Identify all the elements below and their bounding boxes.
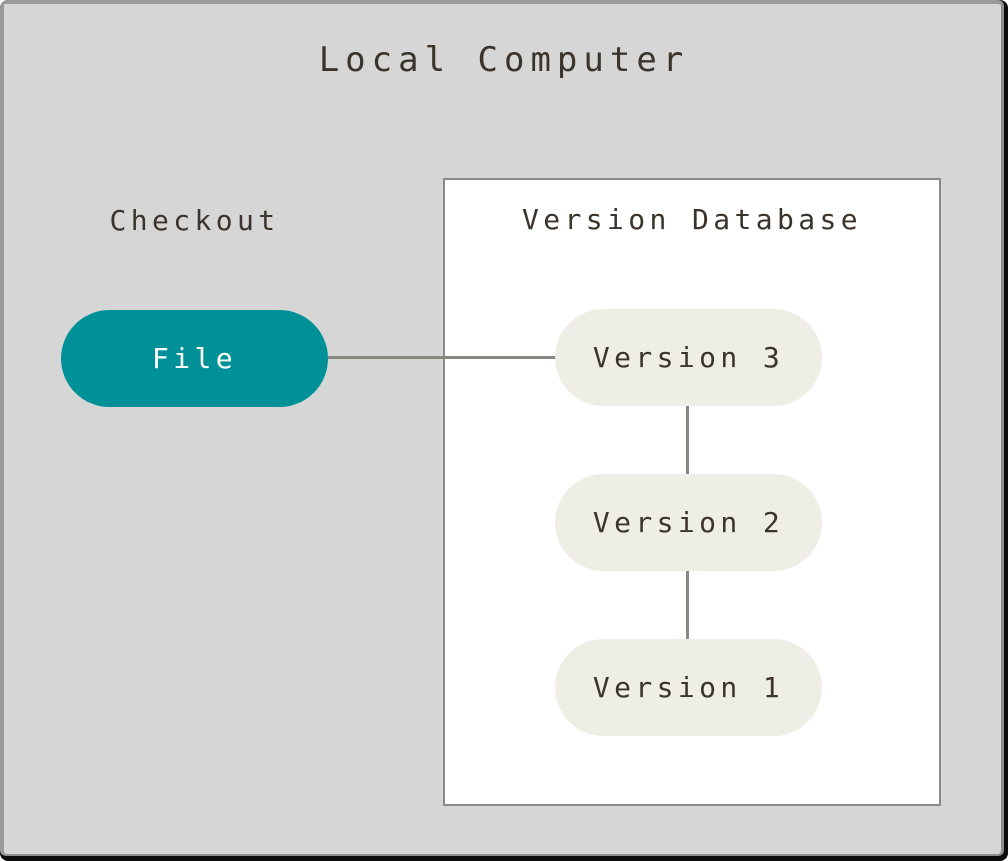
connector-file-to-version3: [327, 356, 557, 359]
version-node: Version 3: [555, 309, 822, 406]
diagram-title: Local Computer: [318, 40, 690, 80]
connector-version2-to-version1: [686, 569, 689, 641]
connector-version3-to-version2: [686, 404, 689, 476]
version-node: Version 1: [555, 639, 822, 736]
version-database-title: Version Database: [521, 203, 863, 236]
version-node: Version 2: [555, 474, 822, 571]
file-node: File: [61, 310, 328, 407]
checkout-label: Checkout: [109, 204, 280, 237]
